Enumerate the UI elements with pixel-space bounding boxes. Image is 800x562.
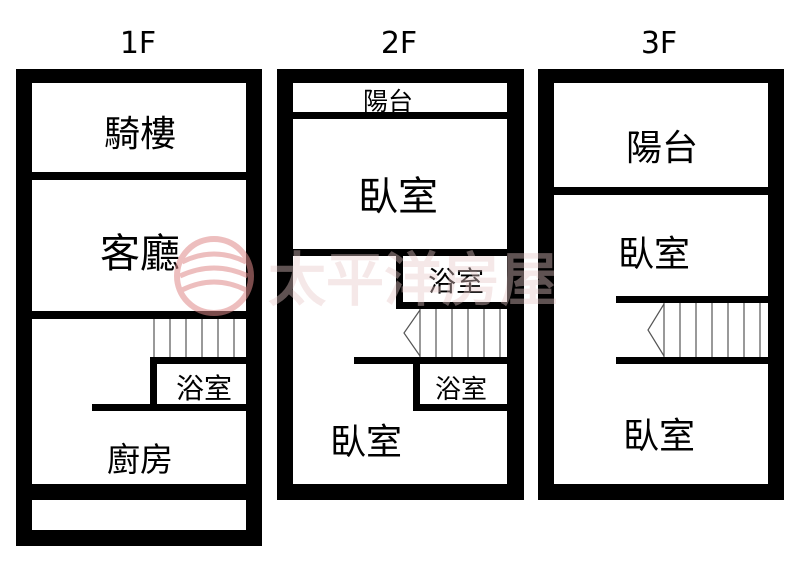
wall xyxy=(32,172,246,180)
room-label-bedroom-bottom: 臥室 xyxy=(330,422,402,463)
floor-3f-title: 3F xyxy=(641,26,677,61)
wall xyxy=(246,69,262,546)
room-label-living-room: 客廳 xyxy=(100,231,180,277)
wall xyxy=(538,484,784,500)
wall xyxy=(16,530,262,546)
wall xyxy=(413,357,420,411)
wall xyxy=(150,357,157,411)
wall xyxy=(277,69,293,500)
wall xyxy=(150,357,246,364)
wall xyxy=(92,404,246,411)
wall xyxy=(293,112,507,119)
wall xyxy=(616,357,768,364)
wall xyxy=(538,69,784,83)
watermark-logo xyxy=(174,236,254,316)
wall xyxy=(413,404,507,411)
room-label-bathroom: 浴室 xyxy=(176,372,232,405)
room-label-kitchen: 廚房 xyxy=(107,440,173,479)
room-label-balcony: 陽台 xyxy=(363,87,413,116)
wall xyxy=(507,69,524,500)
wall xyxy=(277,69,524,83)
wall xyxy=(538,69,554,500)
floor-1f: 1F 騎樓 客廳 浴室 廚房 xyxy=(16,26,262,546)
staircase xyxy=(153,319,235,357)
wall xyxy=(16,69,262,83)
staircase xyxy=(647,303,761,357)
room-label-bathroom-upper: 浴室 xyxy=(428,265,484,298)
room-label-bedroom-top: 臥室 xyxy=(618,234,690,275)
room-label-arcade: 騎樓 xyxy=(104,114,176,155)
wall xyxy=(554,187,768,195)
room-label-balcony: 陽台 xyxy=(626,128,698,169)
floor-3f: 3F 陽台 臥室 臥室 xyxy=(538,26,784,500)
wall xyxy=(354,357,507,364)
room-label-bedroom-top: 臥室 xyxy=(358,174,438,220)
wall xyxy=(768,69,784,500)
watermark: 太平洋房屋 xyxy=(174,236,558,316)
wall xyxy=(32,311,246,319)
floor-2f: 2F 陽台 臥室 浴室 浴室 臥室 xyxy=(277,26,524,500)
room-label-bathroom-lower: 浴室 xyxy=(435,375,487,405)
wall xyxy=(616,296,768,303)
wall xyxy=(32,484,246,500)
floor-2f-title: 2F xyxy=(381,26,417,61)
wall xyxy=(396,249,403,309)
wall xyxy=(396,302,507,309)
floor-1f-title: 1F xyxy=(120,26,156,61)
wall xyxy=(277,484,524,500)
room-label-bedroom-bottom: 臥室 xyxy=(623,416,695,457)
wall xyxy=(16,69,32,546)
staircase xyxy=(403,309,501,357)
watermark-text: 太平洋房屋 xyxy=(268,246,558,314)
